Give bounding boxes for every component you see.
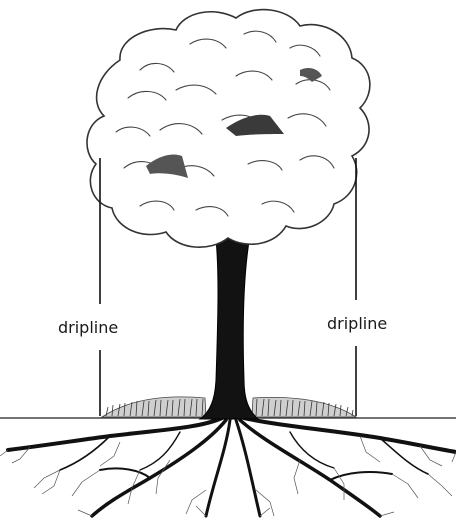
grass-right [252, 397, 356, 417]
canopy [87, 10, 370, 248]
grass-left [102, 397, 206, 417]
fine-roots [0, 436, 456, 516]
dripline-label-left: dripline [58, 320, 118, 336]
dripline-label-right: dripline [327, 316, 387, 332]
root-system [8, 418, 456, 516]
